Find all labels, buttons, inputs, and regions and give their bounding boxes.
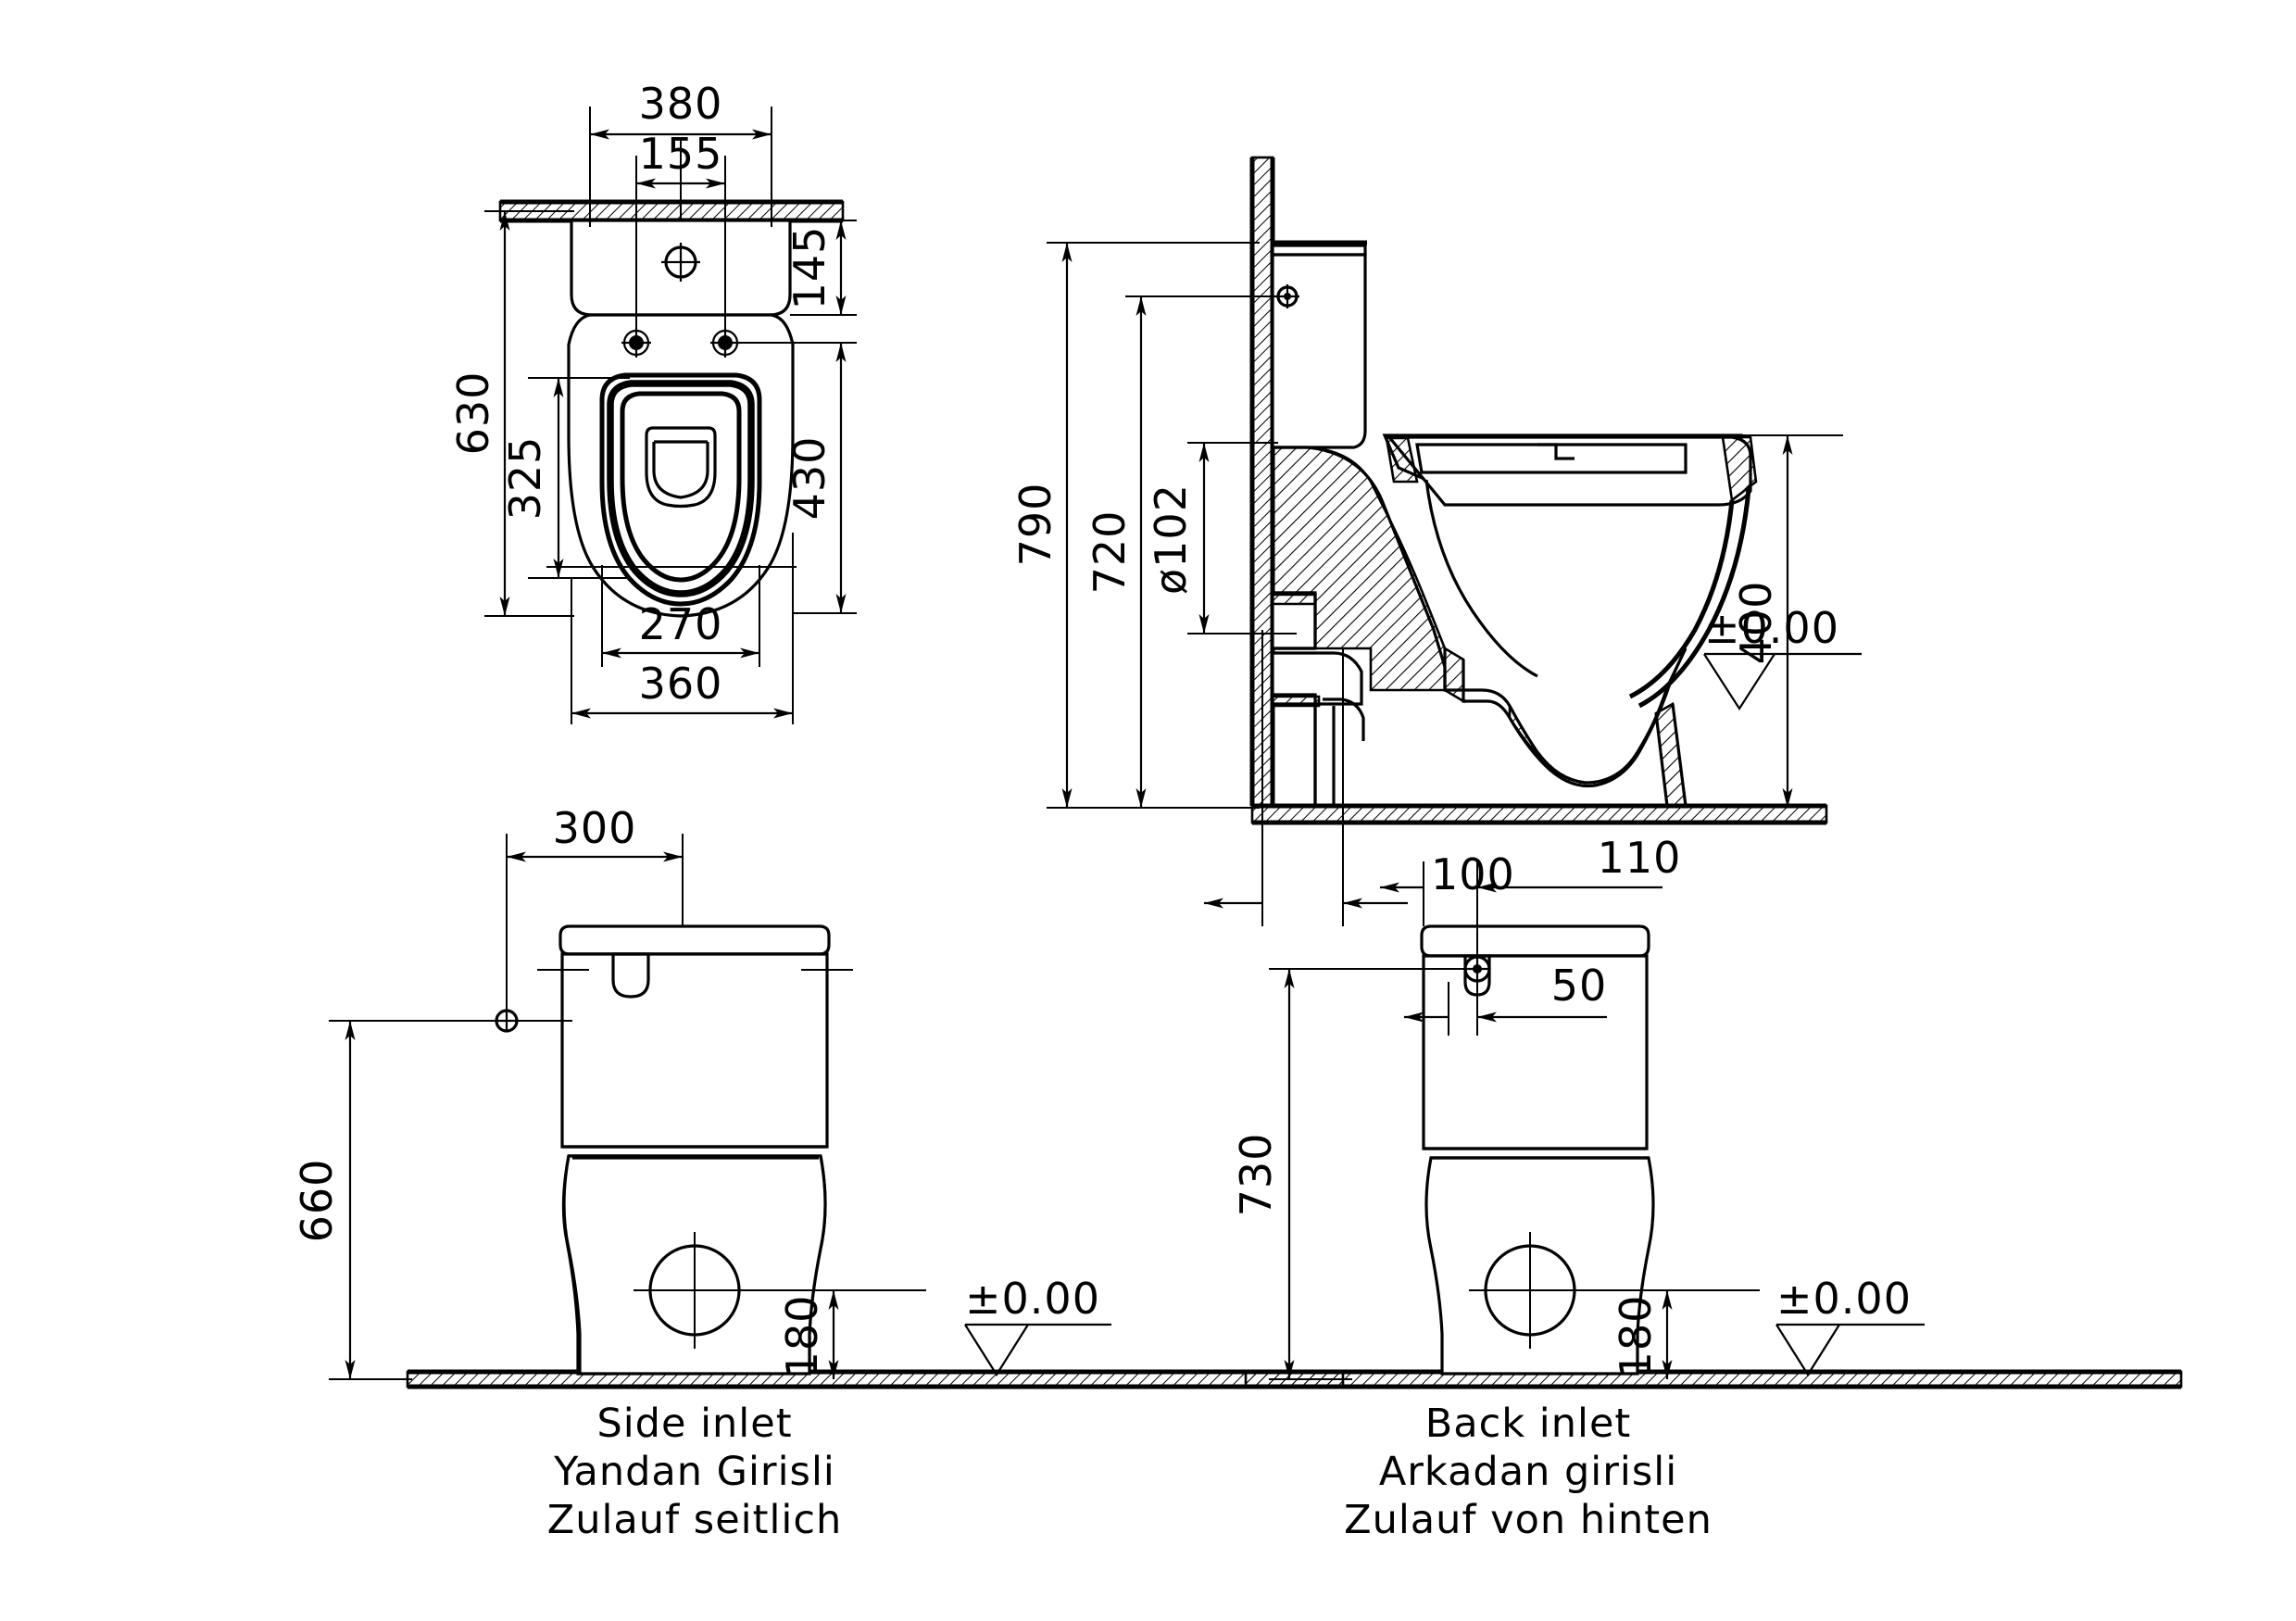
caption-side-inlet-tr: Yandan Girisli <box>553 1449 835 1495</box>
dim-label-180-back: 180 <box>1611 1295 1661 1379</box>
dimension-660: 660 <box>292 1020 496 1380</box>
dim-label-zero-back: ±0.00 <box>1776 1274 1912 1324</box>
dim-label-270: 270 <box>639 599 723 649</box>
trap-section <box>1443 646 1687 808</box>
cistern-lid-side-inlet <box>558 924 831 956</box>
datum-marker-back-inlet: ±0.00 <box>1775 1274 1925 1377</box>
dim-label-zero-side: ±0.00 <box>965 1274 1100 1324</box>
dim-label-180-side: 180 <box>777 1295 827 1379</box>
dim-label-110: 110 <box>1598 833 1682 883</box>
dim-label-102: ø102 <box>1146 484 1196 595</box>
dim-label-660: 660 <box>292 1159 342 1243</box>
caption-back-inlet-tr: Arkadan girisli <box>1379 1449 1677 1495</box>
dimension-790: 790 <box>1010 242 1260 809</box>
cistern-hole-plan <box>661 243 700 282</box>
bowl-interior-section <box>1424 479 1751 709</box>
toilet-seat-ring <box>599 372 762 607</box>
dim-label-zero-section: ±0.00 <box>1704 603 1839 653</box>
waste-hole-side-inlet <box>634 1232 834 1349</box>
flush-opening-plan <box>645 426 717 509</box>
pedestal-section <box>1313 704 1336 806</box>
dim-label-400: 400 <box>1731 581 1781 665</box>
dim-label-300: 300 <box>553 803 637 853</box>
dim-label-50: 50 <box>1551 961 1608 1011</box>
dim-label-630: 630 <box>448 371 498 456</box>
dimension-730: 730 <box>1231 968 1468 1380</box>
cistern-body-back-inlet <box>1422 954 1649 1150</box>
cistern-section <box>1271 240 1367 449</box>
caption-side-inlet-en: Side inlet <box>596 1401 792 1447</box>
dimension-720: 720 <box>1085 295 1286 809</box>
dimension-300: 300 <box>506 803 684 1010</box>
dimension-diameter-102: ø102 <box>1146 442 1297 635</box>
dim-label-325: 325 <box>500 436 550 521</box>
dim-label-720: 720 <box>1085 510 1135 595</box>
dimension-50: 50 <box>1404 961 1607 1036</box>
floor-side-inlet <box>406 1369 1345 1389</box>
dimension-430: 430 <box>732 342 857 614</box>
dim-label-790: 790 <box>1010 483 1060 567</box>
dim-label-380: 380 <box>639 79 723 129</box>
view-side-section: 790 720 ø102 400 100 <box>1010 156 1862 926</box>
caption-side-inlet-de: Zulauf seitlich <box>547 1497 843 1543</box>
plan-construction-lines <box>546 139 797 568</box>
flush-button-side-inlet <box>611 952 650 999</box>
dimension-380: 380 <box>589 79 772 227</box>
dim-label-145: 145 <box>784 226 834 310</box>
datum-marker-side-inlet: ±0.00 <box>964 1274 1111 1377</box>
floor-slab-section <box>1250 803 1828 825</box>
dimension-100: 100 <box>1204 630 1515 926</box>
view-back-inlet: 110 50 730 180 ±0.00 <box>1231 833 2183 1543</box>
cistern-lid-back-inlet <box>1420 924 1650 958</box>
dimension-270: 270 <box>601 565 760 667</box>
dimension-400: 400 <box>1731 434 1843 808</box>
dim-label-100: 100 <box>1431 849 1515 899</box>
waste-outlet-section <box>1271 591 1365 806</box>
floor-back-inlet <box>1244 1369 2183 1389</box>
pan-plan-outline <box>567 313 795 618</box>
dim-label-430: 430 <box>784 436 834 521</box>
bowl-rim-section <box>1382 434 1758 507</box>
dimension-110: 110 <box>1380 833 1682 956</box>
dim-label-360: 360 <box>639 659 723 709</box>
waste-hole-back-inlet <box>1469 1232 1667 1349</box>
dimension-145: 145 <box>784 220 857 316</box>
view-top-plan: 380 155 145 430 630 <box>448 79 857 724</box>
view-side-inlet: 300 660 180 ±0.00 Side inlet Yandan Giri… <box>292 803 1345 1543</box>
dimension-180-side: 180 <box>777 1289 926 1379</box>
caption-back-inlet-de: Zulauf von hinten <box>1344 1497 1713 1543</box>
cistern-body-side-inlet <box>560 952 829 1149</box>
caption-back-inlet-en: Back inlet <box>1425 1401 1632 1447</box>
dim-label-730: 730 <box>1231 1133 1281 1217</box>
dimension-630: 630 <box>448 210 574 617</box>
dimension-360: 360 <box>571 533 794 724</box>
dimension-180-back: 180 <box>1611 1289 1760 1379</box>
pan-body-back-inlet <box>1424 1156 1655 1376</box>
datum-marker-section: ±0.00 <box>1703 603 1862 711</box>
dimension-325: 325 <box>500 377 630 579</box>
